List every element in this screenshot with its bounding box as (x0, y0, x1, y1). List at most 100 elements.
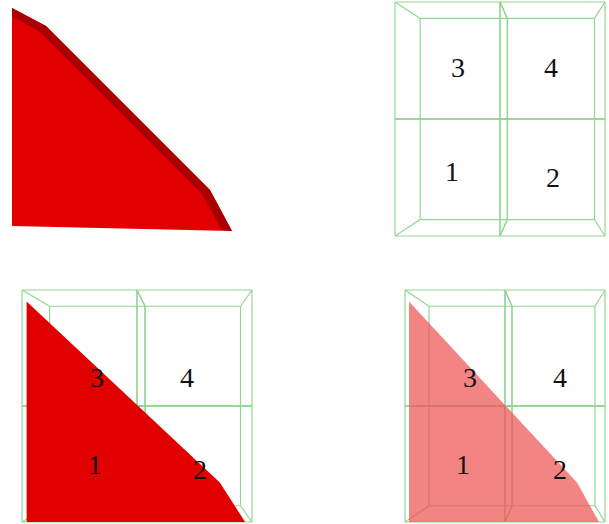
grid-line (394, 119, 395, 236)
grid-line (512, 405, 595, 406)
grid-line (420, 118, 507, 119)
grid-line (420, 119, 421, 220)
cell-number: 3 (463, 364, 477, 392)
grid-line (22, 290, 50, 306)
grid-line (395, 220, 420, 236)
grid-line (504, 290, 505, 406)
grid-line (240, 306, 241, 406)
grid-line (251, 406, 252, 522)
grid-line (145, 405, 240, 406)
grid-line (50, 306, 145, 307)
cell-number: 2 (193, 456, 207, 484)
grid-line (500, 220, 507, 236)
grid-line (595, 290, 605, 306)
grid-line (136, 290, 137, 406)
grid-line (594, 18, 595, 119)
grid-line (595, 220, 606, 236)
grid-line (500, 118, 605, 119)
grid-line (507, 18, 508, 119)
grid-line (500, 118, 507, 119)
grid-line (137, 290, 145, 306)
grid-line (595, 118, 606, 119)
grid-line (499, 2, 500, 119)
grid-line (512, 306, 595, 307)
triangle-overlay (409, 302, 599, 522)
grid-line (595, 405, 605, 406)
grid-line (137, 405, 252, 406)
cell-number: 1 (88, 451, 102, 479)
prism-edge (12, 8, 232, 231)
grid-line (137, 290, 145, 306)
cell-number: 3 (451, 54, 465, 82)
cell-number: 4 (544, 54, 558, 82)
cube-grid (405, 290, 605, 522)
cube-grid (22, 290, 252, 522)
grid-line (404, 290, 405, 406)
grid-line (429, 306, 512, 307)
grid-line (137, 405, 252, 406)
grid-line (136, 290, 137, 406)
grid-line (505, 290, 512, 306)
grid-line (500, 118, 507, 119)
grid-line (500, 2, 507, 18)
grid-line (145, 306, 240, 307)
grid-line (240, 406, 241, 506)
cell-number: 1 (456, 451, 470, 479)
grid-line (144, 306, 145, 406)
grid-line (594, 119, 595, 220)
grid-line (420, 18, 507, 19)
grid-line (595, 2, 606, 18)
cell-number: 4 (553, 364, 567, 392)
grid-line (500, 118, 507, 119)
grid-line (604, 406, 605, 522)
grid-line (595, 405, 605, 406)
grid-line (241, 405, 253, 406)
grid-line (604, 2, 605, 119)
grid-line (420, 219, 507, 220)
grid-line (499, 119, 500, 236)
grid-line (507, 18, 594, 19)
grid-line (505, 289, 605, 290)
grid-line (512, 405, 595, 406)
cube-grid (395, 2, 605, 236)
cell-number: 3 (90, 364, 104, 392)
grid-line (595, 118, 606, 119)
grid-line (507, 219, 594, 220)
cell-number: 4 (180, 364, 194, 392)
grid-line (241, 405, 253, 406)
grid-line (404, 406, 405, 522)
grid-line (500, 220, 507, 236)
grid-line (507, 118, 594, 119)
grid-line (594, 406, 595, 506)
grid-line (21, 290, 22, 406)
triangle-overlay (27, 302, 246, 522)
grid-line (144, 306, 145, 406)
grid-line (420, 118, 507, 119)
grid-line (394, 2, 395, 119)
grid-line (499, 2, 500, 119)
grid-line (604, 119, 605, 236)
cell-number: 2 (553, 456, 567, 484)
grid-line (504, 290, 505, 406)
grid-line (241, 290, 253, 306)
grid-line (22, 289, 137, 290)
grid-line (507, 119, 508, 220)
grid-line (500, 235, 605, 236)
grid-line (505, 405, 605, 406)
grid-line (395, 2, 420, 18)
grid-line (500, 2, 507, 18)
grid-line (420, 18, 421, 119)
grid-line (500, 118, 507, 119)
grid-line (507, 18, 508, 119)
grid-line (21, 406, 22, 522)
grid-line (405, 289, 505, 290)
grid-line (505, 290, 512, 306)
grid-line (145, 405, 240, 406)
grid-line (251, 290, 252, 406)
grid-line (395, 1, 500, 2)
grid-line (500, 1, 605, 2)
grid-line (395, 235, 500, 236)
grid-line (507, 118, 594, 119)
